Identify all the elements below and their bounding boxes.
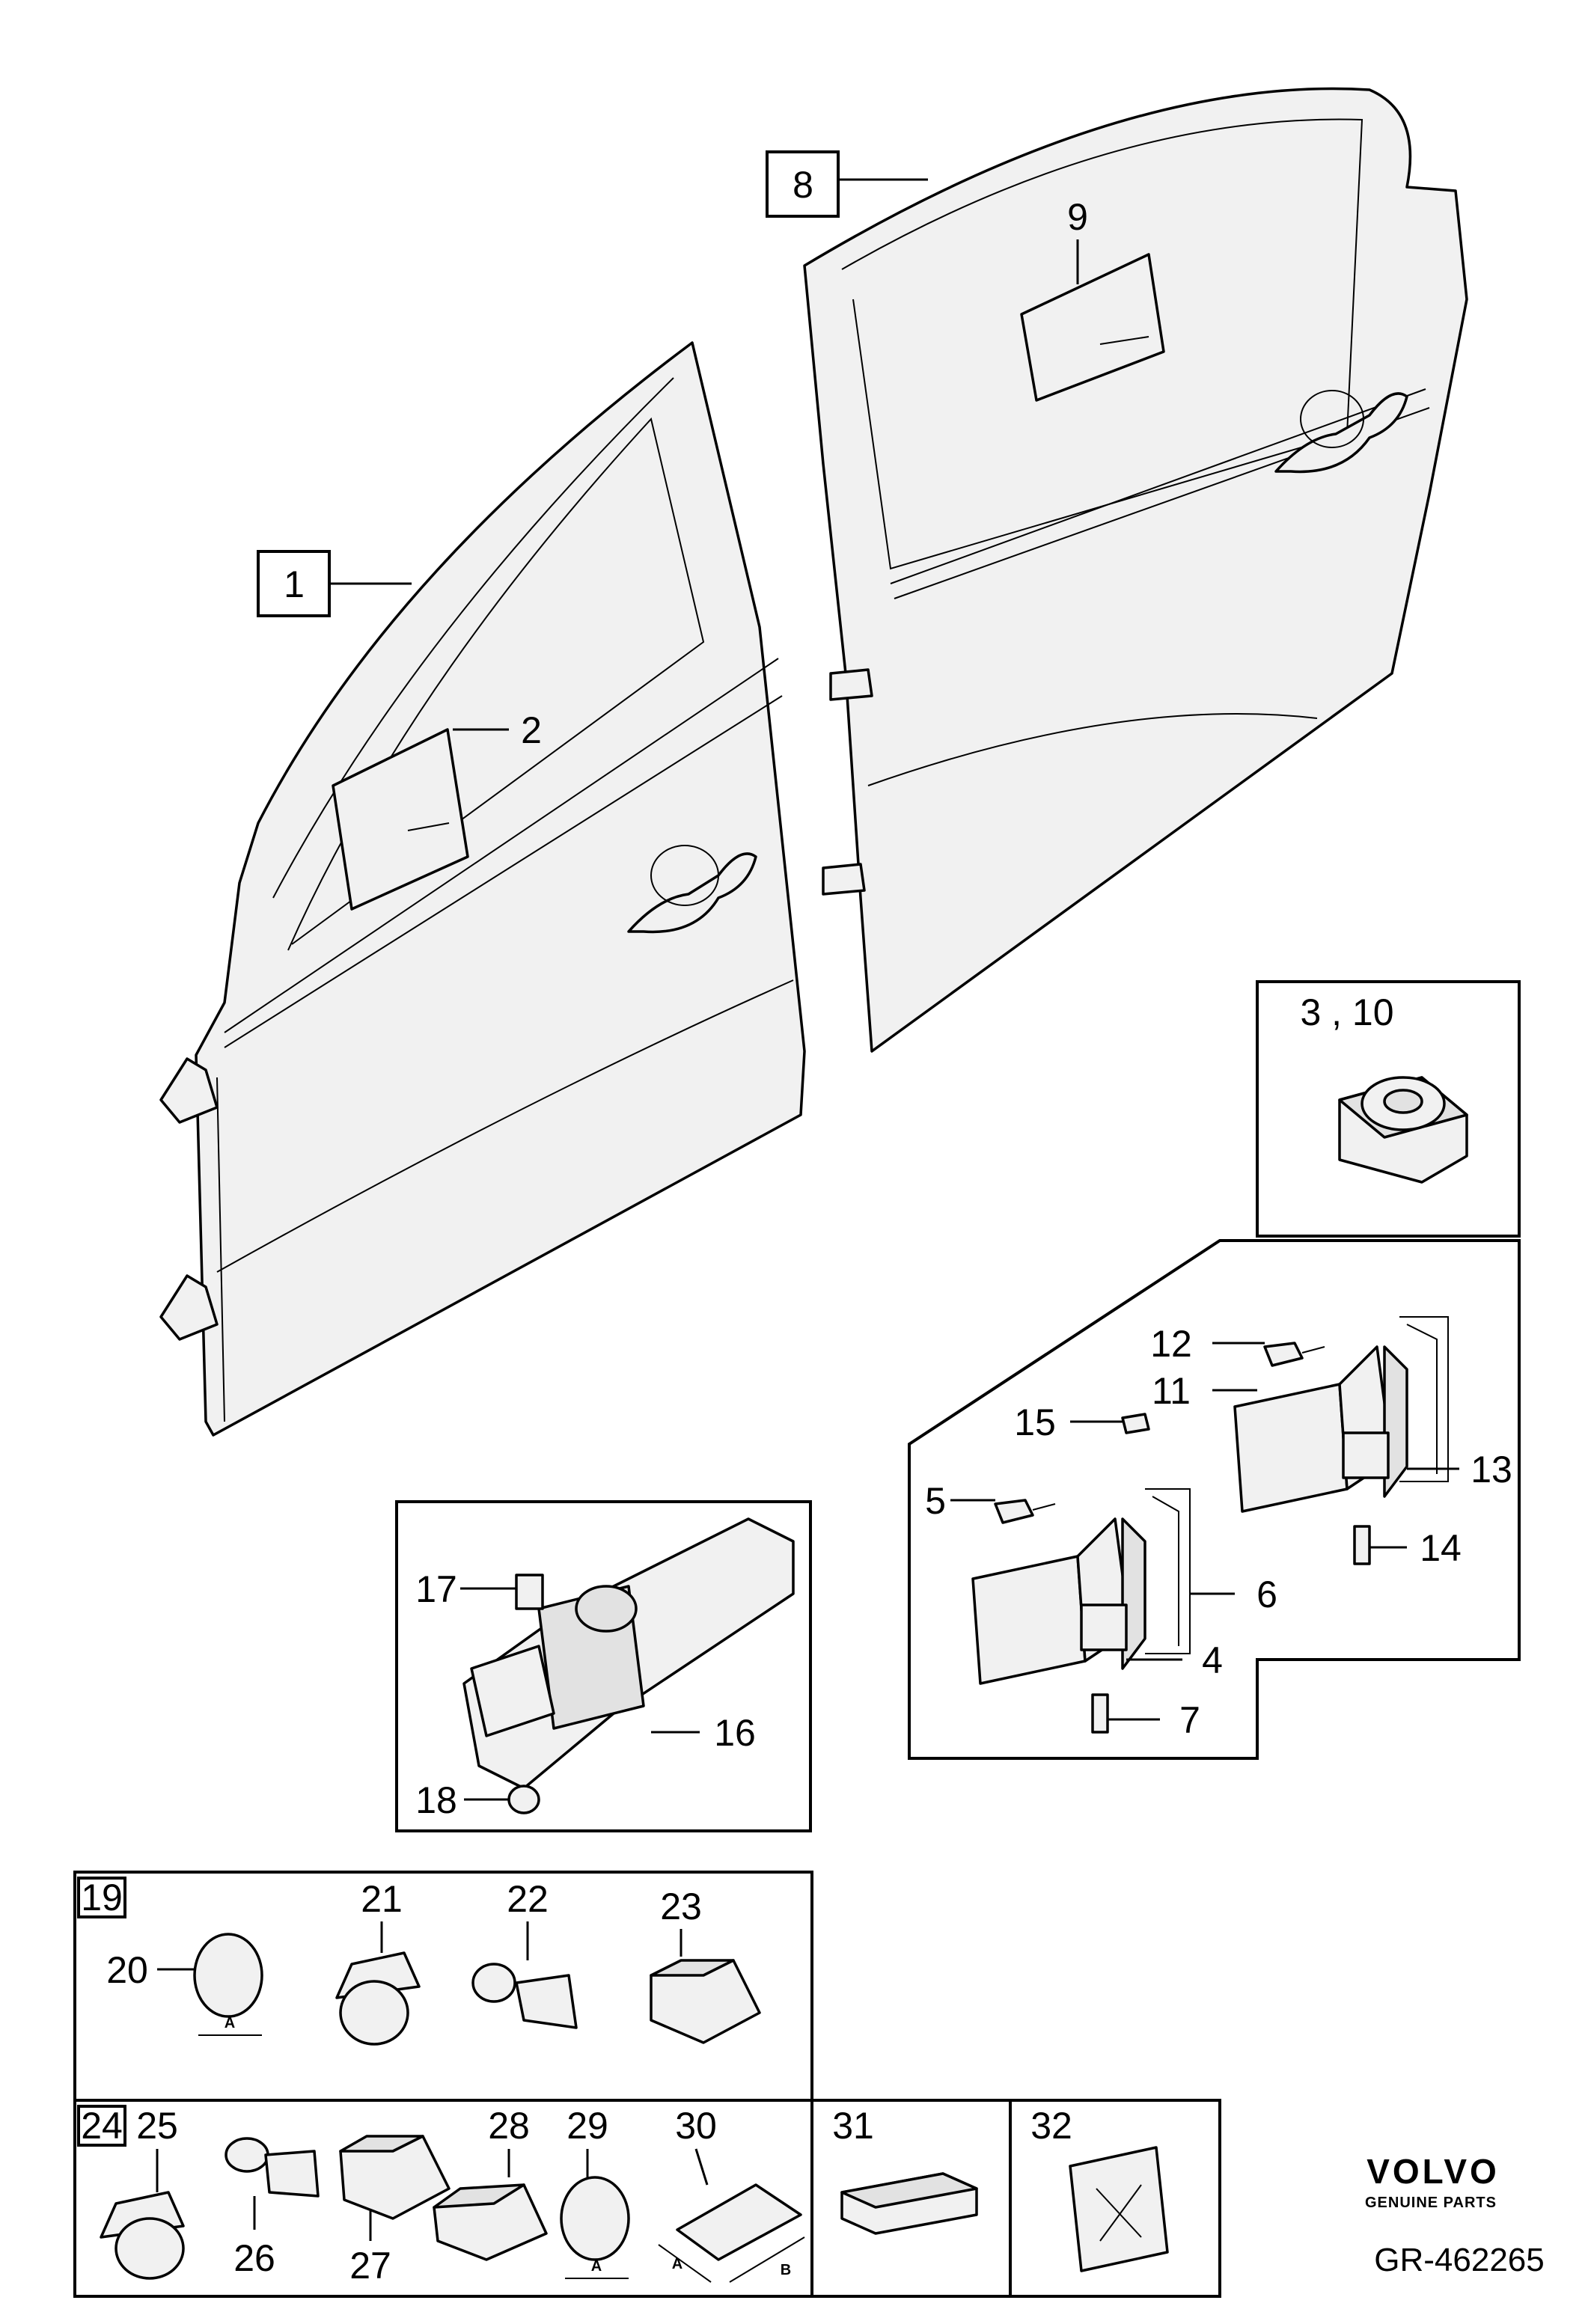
callout-27: 27 <box>349 2245 391 2287</box>
box-32: 32 <box>1009 2099 1221 2298</box>
callout-4: 4 <box>1202 1639 1223 1681</box>
callout-12: 12 <box>1150 1323 1192 1365</box>
callout-11: 11 <box>1152 1370 1191 1412</box>
dim-a-29: A <box>591 2258 602 2275</box>
callout-6: 6 <box>1256 1574 1277 1615</box>
brand-logo: VOLVO <box>1366 2152 1500 2191</box>
rear-door: 8 9 <box>766 87 1468 1053</box>
callout-26: 26 <box>233 2237 275 2279</box>
callout-16: 16 <box>714 1712 756 1754</box>
callout-5: 5 <box>925 1480 946 1522</box>
dim-a-30: A <box>672 2256 682 2272</box>
callout-2: 2 <box>521 709 542 751</box>
dim-b-30: B <box>781 2262 791 2278</box>
callout-8: 8 <box>793 164 813 206</box>
brand-tagline: GENUINE PARTS <box>1365 2195 1497 2211</box>
callout-15: 15 <box>1014 1401 1056 1443</box>
callout-29: 29 <box>567 2105 608 2147</box>
callout-30: 30 <box>675 2105 717 2147</box>
box-kit-24: 24 25 26 27 28 29 A 30 A B <box>73 2099 813 2298</box>
callout-1: 1 <box>284 563 305 605</box>
box-hinges: 12 11 15 13 14 5 6 4 7 <box>908 1239 1521 1760</box>
callout-13: 13 <box>1471 1449 1512 1490</box>
dim-a-20: A <box>225 2015 235 2031</box>
callout-21: 21 <box>361 1878 403 1920</box>
callout-17: 17 <box>415 1568 457 1610</box>
callout-32: 32 <box>1030 2105 1072 2147</box>
callout-24: 24 <box>81 2105 123 2147</box>
callout-31: 31 <box>832 2105 874 2147</box>
box-kit-19: 19 20 A 21 22 23 <box>73 1871 813 2102</box>
callout-14: 14 <box>1420 1527 1462 1569</box>
diagram-reference: GR-462265 <box>1374 2242 1544 2278</box>
callout-20: 20 <box>106 1949 148 1991</box>
callout-23: 23 <box>660 1886 702 1927</box>
callout-28: 28 <box>488 2105 530 2147</box>
box-door-check: 17 16 18 <box>395 1500 812 1832</box>
callout-22: 22 <box>507 1878 549 1920</box>
callout-19: 19 <box>81 1877 123 1918</box>
callout-7: 7 <box>1179 1699 1200 1741</box>
callout-9: 9 <box>1067 196 1088 238</box>
box-nut: 3 , 10 <box>1256 980 1521 1238</box>
callout-3-10: 3 , 10 <box>1300 991 1393 1033</box>
callout-18: 18 <box>415 1779 457 1821</box>
box-31: 31 <box>810 2099 1012 2298</box>
callout-25: 25 <box>136 2105 178 2147</box>
front-door: 1 2 <box>159 341 806 1437</box>
